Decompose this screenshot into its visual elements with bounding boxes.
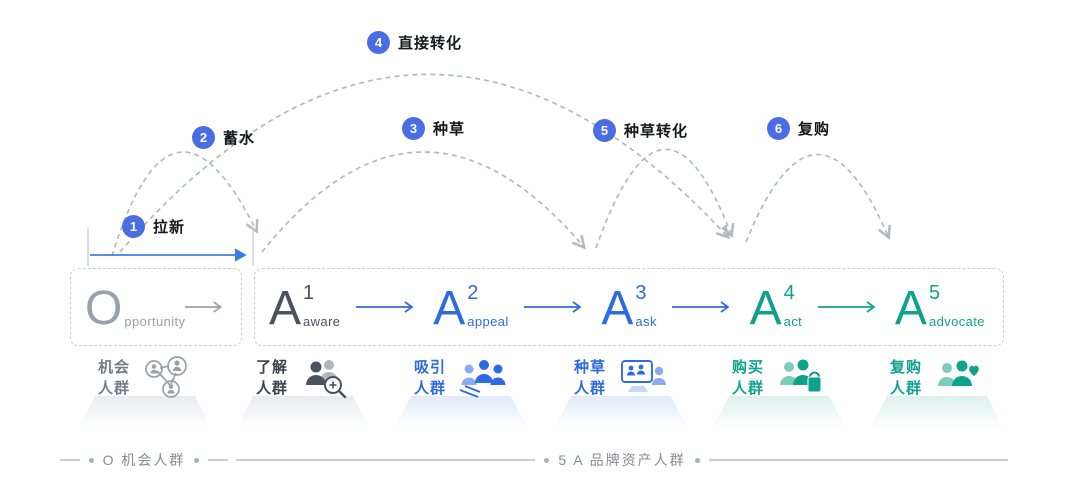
audience-card-opportunity: 机会 人群: [70, 354, 220, 434]
network-people-icon: [145, 356, 187, 398]
stage-letter: A: [749, 282, 782, 335]
badge-number: 3: [402, 117, 425, 140]
stage-opportunity: O pportunity: [85, 282, 186, 335]
five-a-box: A 1 aware A 2 appeal A 3 ask: [254, 268, 1004, 346]
stage-letter: A: [433, 282, 466, 335]
stage-letter: A: [894, 282, 927, 335]
step-badge-4: 4 直接转化: [367, 31, 462, 54]
badge-number: 1: [122, 215, 145, 238]
bracket-line: [60, 459, 80, 461]
stage-sup: 2: [467, 282, 479, 304]
step-badge-2: 2 蓄水: [192, 126, 255, 149]
audience-card-advocate: 复购 人群: [862, 354, 1012, 434]
stage-word: pportunity: [124, 314, 186, 329]
audience-label: 复购 人群: [889, 359, 922, 397]
arc-direct-conversion: [119, 73, 730, 253]
badge-label: 拉新: [153, 219, 186, 236]
stage-letter: A: [601, 282, 634, 335]
audience-card-aware: 了解 人群: [228, 354, 378, 434]
footer-left-label: O 机会人群: [102, 452, 186, 468]
card-platform: [552, 396, 690, 432]
audience-card-act: 购买 人群: [704, 354, 854, 434]
stage-appeal: A 2 appeal: [433, 282, 509, 335]
bracket-line: [208, 459, 228, 461]
arc-repurchase: [745, 153, 892, 243]
stage-letter: A: [269, 282, 302, 335]
badge-number: 6: [767, 117, 790, 140]
right-arrow-icon: [524, 301, 582, 313]
bracket-dot: [88, 457, 94, 463]
people-magnifier-icon: [306, 360, 347, 399]
card-platform: [710, 396, 848, 432]
arc-seeding-conversion: [595, 148, 735, 249]
right-arrow-icon: [672, 301, 730, 313]
stage-word: act: [783, 314, 803, 329]
stage-word: advocate: [928, 314, 985, 329]
bracket-dot: [544, 457, 550, 463]
opportunity-box: O pportunity: [70, 268, 242, 346]
badge-number: 5: [593, 119, 616, 142]
badge-label: 蓄水: [223, 130, 256, 147]
footer-right-label: 5 A 品牌资产人群: [558, 452, 686, 468]
badge-label: 复购: [798, 121, 831, 138]
stage-ask: A 3 ask: [601, 282, 657, 335]
footer-brand-asset-bracket: 5 A 品牌资产人群: [236, 450, 1009, 470]
card-platform: [234, 396, 372, 432]
step-badge-3: 3 种草: [402, 117, 465, 140]
stage-aware: A 1 aware: [269, 282, 341, 335]
stage-sup: 1: [303, 282, 315, 304]
people-heart-icon: [938, 360, 979, 386]
card-platform: [392, 396, 530, 432]
badge-label: 种草: [433, 121, 466, 138]
stage-sup: 4: [783, 282, 795, 304]
people-screen-icon: [621, 360, 666, 392]
badge-label: 种草转化: [624, 123, 689, 140]
bracket-line: [236, 459, 536, 461]
stage-word: appeal: [467, 314, 509, 329]
audience-card-appeal: 吸引 人群: [386, 354, 536, 434]
arc-store-water: [111, 151, 259, 257]
stage-act: A 4 act: [749, 282, 803, 335]
card-platform: [868, 396, 1006, 432]
audience-label: 种草 人群: [573, 359, 606, 397]
audience-label: 购买 人群: [731, 359, 764, 397]
right-arrow-icon: [185, 301, 223, 313]
stage-sup: 5: [928, 282, 941, 304]
step-badge-1: 1 拉新: [122, 215, 185, 238]
badge-label: 直接转化: [398, 35, 463, 52]
footer-opportunity-bracket: O 机会人群: [60, 450, 228, 470]
badge-number: 2: [192, 126, 215, 149]
step-badge-5: 5 种草转化: [593, 119, 688, 142]
people-promotion-icon: [459, 360, 506, 398]
audience-label: 了解 人群: [255, 359, 288, 397]
bracket-dot: [694, 457, 700, 463]
audience-label: 吸引 人群: [413, 359, 446, 397]
stage-sup: 3: [635, 282, 647, 304]
stage-letter: O: [85, 282, 123, 335]
bracket-line: [708, 459, 1009, 461]
arc-seeding: [261, 151, 586, 253]
bracket-dot: [194, 457, 200, 463]
card-platform: [76, 396, 214, 432]
badge-number: 4: [367, 31, 390, 54]
right-arrow-icon: [355, 301, 414, 313]
audience-card-ask: 种草 人群: [546, 354, 696, 434]
stage-word: aware: [303, 314, 341, 329]
people-shopping-icon: [780, 359, 822, 393]
step-badge-6: 6 复购: [767, 117, 830, 140]
stage-advocate: A 5 advocate: [894, 282, 985, 335]
right-arrow-icon: [817, 301, 876, 313]
stage-word: ask: [635, 314, 657, 329]
audience-label: 机会 人群: [97, 359, 130, 397]
